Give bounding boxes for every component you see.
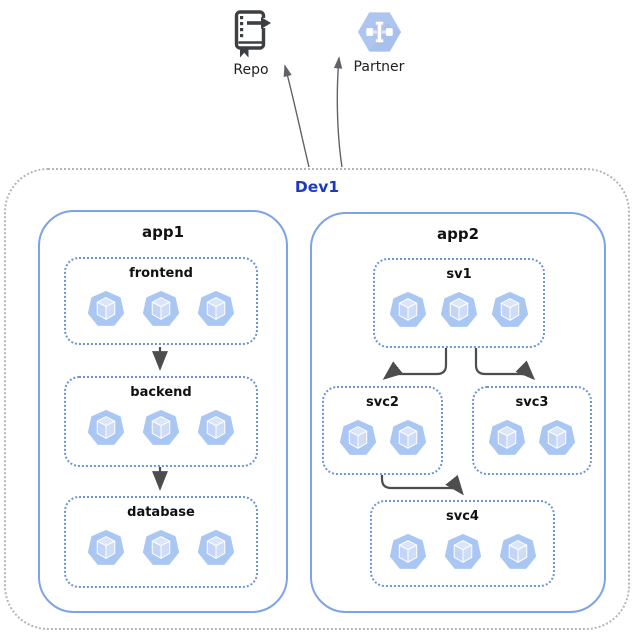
service-label-svc2: svc2: [366, 395, 399, 410]
service-label-database: database: [127, 505, 195, 520]
pod-icon: [499, 533, 536, 569]
pod-icon: [142, 290, 180, 326]
repo-label: Repo: [233, 62, 269, 78]
pod-icon: [339, 419, 376, 455]
pod-icon: [142, 529, 180, 565]
dev1-label: Dev1: [294, 178, 340, 196]
service-label-svc4: svc4: [446, 509, 479, 524]
service-box-svc4: svc4: [370, 500, 555, 587]
service-box-database: database: [64, 496, 258, 588]
pod-icon: [197, 409, 235, 445]
pod-icon: [389, 291, 427, 327]
app2-label: app2: [436, 225, 480, 243]
pod-icon: [538, 419, 576, 455]
partner-label: Partner: [353, 59, 405, 75]
pod-icon: [488, 419, 526, 455]
pods-row-backend: [87, 409, 235, 447]
pod-icon: [87, 290, 125, 326]
service-box-svc3: svc3: [472, 386, 592, 475]
pod-icon: [444, 533, 481, 569]
pods-row-frontend: [87, 290, 235, 328]
pods-row-database: [87, 529, 235, 567]
service-box-backend: backend: [64, 376, 258, 467]
arrow-dev1-partner: [333, 56, 343, 168]
service-box-svc2: svc2: [322, 386, 443, 475]
pods-row-svc4: [389, 533, 537, 571]
service-label-backend: backend: [130, 385, 192, 400]
app1-label: app1: [141, 223, 185, 241]
service-label-frontend: frontend: [129, 266, 193, 281]
pods-row-svc2: [339, 419, 427, 457]
pod-icon: [440, 291, 478, 327]
pods-row-sv1: [389, 291, 529, 329]
service-label-sv1: sv1: [446, 267, 472, 282]
pods-row-svc3: [488, 419, 576, 457]
pod-icon: [197, 290, 235, 326]
pod-icon: [389, 533, 426, 569]
pod-icon: [142, 409, 180, 445]
repo-node: Repo: [221, 8, 281, 78]
pod-icon: [87, 409, 125, 445]
pod-icon: [389, 419, 426, 455]
arrow-dev1-repo: [283, 64, 310, 168]
pod-icon: [87, 529, 125, 565]
partner-node: Partner: [344, 9, 414, 75]
pod-icon: [491, 291, 529, 327]
pod-icon: [197, 529, 235, 565]
service-box-sv1: sv1: [373, 258, 545, 348]
repo-book-icon: [234, 10, 273, 58]
partner-hexagon-icon: [357, 12, 401, 52]
service-box-frontend: frontend: [64, 257, 258, 345]
service-label-svc3: svc3: [515, 395, 549, 410]
